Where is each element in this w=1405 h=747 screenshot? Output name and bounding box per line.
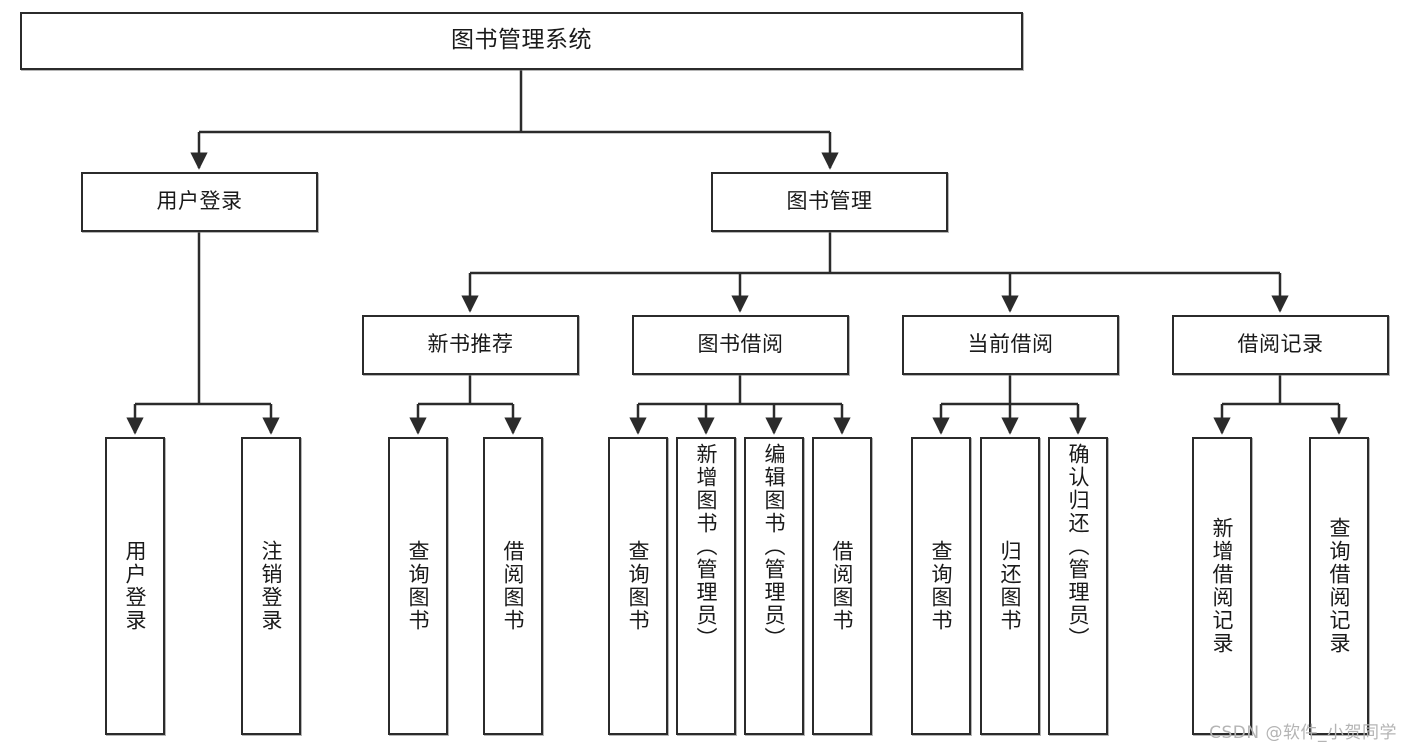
leaf-book-borrow-lend[interactable]: 借阅图书 <box>812 437 872 735</box>
node-new-book-recommend[interactable]: 新书推荐 <box>362 315 579 375</box>
leaf-current-borrow-query[interactable]: 查询图书 <box>911 437 971 735</box>
node-label: 确认归还（管理员） <box>1066 443 1091 650</box>
node-label: 用户登录 <box>156 189 243 214</box>
leaf-borrow-record-query[interactable]: 查询借阅记录 <box>1309 437 1369 735</box>
node-user-login[interactable]: 用户登录 <box>81 172 318 232</box>
csdn-watermark: CSDN @软件_小贺同学 <box>1209 723 1397 743</box>
node-label: 当前借阅 <box>967 332 1054 357</box>
node-book-borrow[interactable]: 图书借阅 <box>632 315 849 375</box>
node-label: 借阅图书 <box>830 540 855 632</box>
node-label: 新增借阅记录 <box>1210 517 1235 655</box>
node-label: 编辑图书（管理员） <box>762 443 787 650</box>
node-label: 归还图书 <box>998 540 1023 632</box>
node-label: 图书管理系统 <box>451 27 592 54</box>
node-label: 图书借阅 <box>697 332 784 357</box>
leaf-current-borrow-return[interactable]: 归还图书 <box>980 437 1040 735</box>
leaf-book-borrow-add[interactable]: 新增图书（管理员） <box>676 437 736 735</box>
leaf-current-borrow-confirm-return[interactable]: 确认归还（管理员） <box>1048 437 1108 735</box>
leaf-user-login-signout[interactable]: 注销登录 <box>241 437 301 735</box>
node-book-management[interactable]: 图书管理 <box>711 172 948 232</box>
node-root-system[interactable]: 图书管理系统 <box>20 12 1023 70</box>
node-label: 借阅图书 <box>501 540 526 632</box>
node-label: 图书管理 <box>786 189 873 214</box>
leaf-new-book-query[interactable]: 查询图书 <box>388 437 448 735</box>
node-label: 查询图书 <box>406 540 431 632</box>
leaf-book-borrow-edit[interactable]: 编辑图书（管理员） <box>744 437 804 735</box>
leaf-book-borrow-query[interactable]: 查询图书 <box>608 437 668 735</box>
node-label: 用户登录 <box>123 540 148 632</box>
leaf-borrow-record-add[interactable]: 新增借阅记录 <box>1192 437 1252 735</box>
node-label: 查询借阅记录 <box>1327 517 1352 655</box>
leaf-user-login-signin[interactable]: 用户登录 <box>105 437 165 735</box>
node-current-borrow[interactable]: 当前借阅 <box>902 315 1119 375</box>
node-label: 借阅记录 <box>1237 332 1324 357</box>
node-label: 新增图书（管理员） <box>694 443 719 650</box>
node-label: 新书推荐 <box>427 332 514 357</box>
node-borrow-record[interactable]: 借阅记录 <box>1172 315 1389 375</box>
node-label: 查询图书 <box>929 540 954 632</box>
node-label: 注销登录 <box>259 540 284 632</box>
leaf-new-book-borrow[interactable]: 借阅图书 <box>483 437 543 735</box>
node-label: 查询图书 <box>626 540 651 632</box>
